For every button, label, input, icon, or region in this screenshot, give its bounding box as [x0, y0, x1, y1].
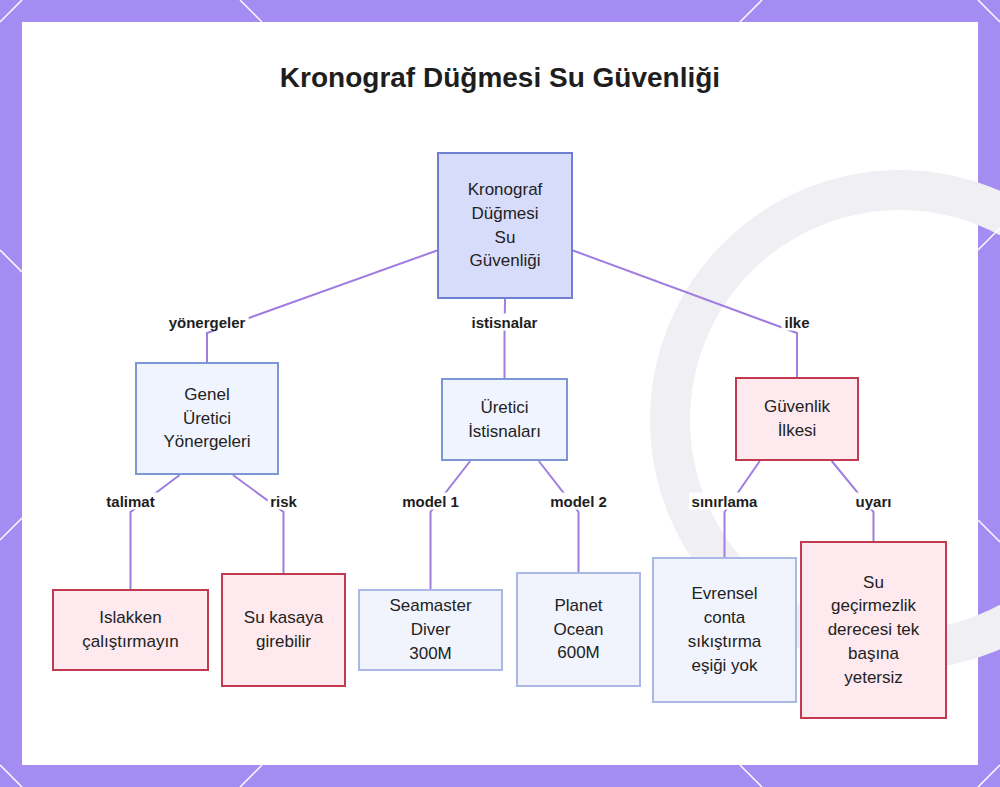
- connector-line: [539, 461, 579, 572]
- node-text: Seamaster Diver 300M: [389, 594, 473, 665]
- edge-label: ilke: [781, 314, 812, 331]
- edge-label: istisnalar: [469, 314, 541, 331]
- node-text: Planet Ocean 600M: [544, 594, 614, 665]
- process-box: Üretici İstisnaları: [441, 378, 568, 461]
- edge-label: talimat: [103, 493, 157, 510]
- process-box: Güvenlik İlkesi: [735, 377, 859, 461]
- canvas-panel: [22, 22, 978, 765]
- process-box: Su kasaya girebilir: [221, 573, 346, 687]
- node-text: Islakken çalıştırmayın: [70, 606, 192, 654]
- edge-label: model 1: [399, 493, 462, 510]
- node-text: Kronograf Düğmesi Su Güvenliği: [462, 178, 548, 273]
- connector-line: [504, 299, 507, 378]
- process-box: Islakken çalıştırmayın: [52, 589, 209, 671]
- node-text: Su geçirmezlik derecesi tek başına yeter…: [828, 571, 920, 690]
- node-text: Evrensel conta sıkıştırma eşiği yok: [679, 582, 771, 677]
- connector-line: [431, 461, 471, 589]
- process-box: Planet Ocean 600M: [516, 572, 641, 687]
- edge-label: sınırlama: [689, 493, 761, 510]
- process-box: Su geçirmezlik derecesi tek başına yeter…: [800, 541, 947, 719]
- edge-label: uyarı: [853, 493, 895, 510]
- node-text: Genel Üretici Yönergeleri: [161, 383, 253, 454]
- process-box: Evrensel conta sıkıştırma eşiği yok: [652, 557, 797, 703]
- connector-line: [233, 475, 284, 573]
- connector-line: [207, 250, 437, 362]
- node-text: Güvenlik İlkesi: [752, 395, 842, 443]
- diagram-title: Kronograf Düğmesi Su Güvenliği: [0, 62, 1000, 94]
- node-text: Su kasaya girebilir: [238, 606, 330, 654]
- connector-line: [573, 250, 797, 377]
- edge-label: risk: [267, 493, 300, 510]
- process-box: Seamaster Diver 300M: [358, 589, 503, 671]
- edge-label: yönergeler: [166, 314, 249, 331]
- edge-label: model 2: [547, 493, 610, 510]
- process-box: Genel Üretici Yönergeleri: [135, 362, 279, 475]
- node-text: Üretici İstisnaları: [459, 396, 551, 444]
- process-box: Kronograf Düğmesi Su Güvenliği: [437, 152, 573, 299]
